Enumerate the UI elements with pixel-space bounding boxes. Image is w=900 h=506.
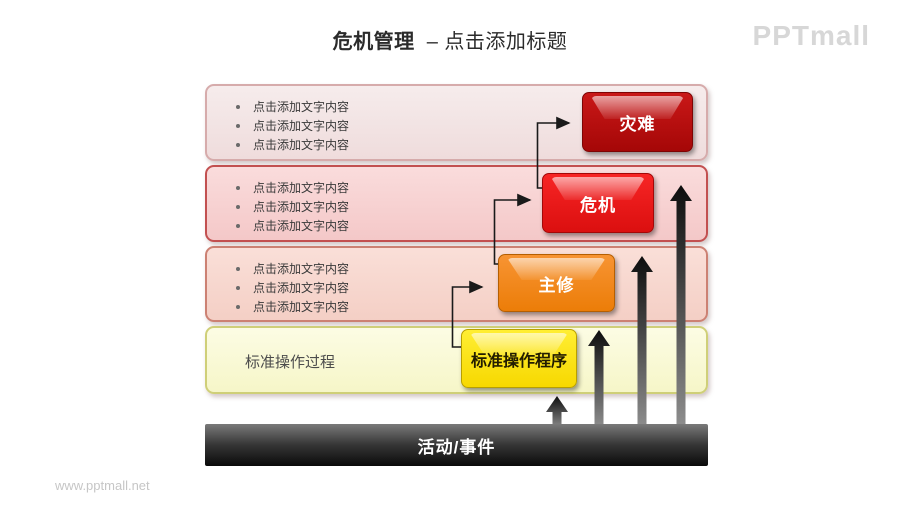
bullet-text: 点击添加文字内容	[253, 219, 350, 233]
watermark-url: www.pptmall.net	[55, 478, 150, 493]
bullet-item[interactable]: 点击添加文字内容	[231, 135, 349, 154]
bullet-text: 点击添加文字内容	[253, 119, 350, 133]
bullet-item[interactable]: 点击添加文字内容	[231, 216, 349, 235]
title-placeholder: – 点击添加标题	[426, 31, 568, 53]
bullet-item[interactable]: 点击添加文字内容	[231, 197, 349, 216]
pptmall-logo: PPTmall	[752, 20, 870, 51]
sop-label: 标准操作过程	[245, 354, 336, 371]
page-title[interactable]: 危机管理 – 点击添加标题	[0, 25, 900, 54]
bullet-text: 点击添加文字内容	[253, 262, 350, 276]
bullet-dot-icon	[236, 185, 240, 190]
crisis-button[interactable]: 危机	[542, 173, 654, 233]
bullet-item[interactable]: 点击添加文字内容	[231, 97, 349, 116]
bullet-dot-icon	[236, 266, 240, 271]
bullet-item[interactable]: 点击添加文字内容	[231, 297, 349, 316]
bullet-item[interactable]: 点击添加文字内容	[231, 116, 349, 135]
bullet-dot-icon	[236, 304, 240, 309]
bullet-text: 点击添加文字内容	[253, 200, 350, 214]
bullet-list-crisis: 点击添加文字内容 点击添加文字内容 点击添加文字内容	[231, 178, 349, 235]
sop-button-label: 标准操作程序	[470, 352, 567, 370]
bullet-list-repair: 点击添加文字内容 点击添加文字内容 点击添加文字内容	[231, 259, 349, 316]
bullet-list-disaster: 点击添加文字内容 点击添加文字内容 点击添加文字内容	[231, 97, 349, 154]
event-bar[interactable]: 活动/事件	[205, 424, 708, 466]
event-bar-label: 活动/事件	[417, 437, 496, 457]
bullet-dot-icon	[236, 123, 240, 128]
bullet-text: 点击添加文字内容	[253, 281, 350, 295]
disaster-button[interactable]: 灾难	[582, 92, 693, 152]
bullet-item[interactable]: 点击添加文字内容	[231, 278, 349, 297]
bullet-dot-icon	[236, 223, 240, 228]
crisis-button-label: 危机	[580, 195, 616, 215]
bullet-dot-icon	[236, 104, 240, 109]
band-sop[interactable]: 标准操作过程	[205, 326, 708, 394]
bullet-text: 点击添加文字内容	[253, 300, 350, 314]
title-topic: 危机管理	[332, 31, 415, 53]
bullet-item[interactable]: 点击添加文字内容	[231, 178, 349, 197]
repair-button-label: 主修	[538, 275, 575, 295]
repair-button[interactable]: 主修	[498, 254, 615, 312]
bullet-text: 点击添加文字内容	[253, 138, 350, 152]
bullet-text: 点击添加文字内容	[253, 181, 350, 195]
band-repair[interactable]: 点击添加文字内容 点击添加文字内容 点击添加文字内容	[205, 246, 708, 322]
sop-button[interactable]: 标准操作程序	[461, 329, 577, 388]
bullet-dot-icon	[236, 204, 240, 209]
disaster-button-label: 灾难	[619, 114, 656, 134]
bullet-text: 点击添加文字内容	[253, 100, 350, 114]
bullet-dot-icon	[236, 285, 240, 290]
bullet-dot-icon	[236, 142, 240, 147]
bullet-item[interactable]: 点击添加文字内容	[231, 259, 349, 278]
